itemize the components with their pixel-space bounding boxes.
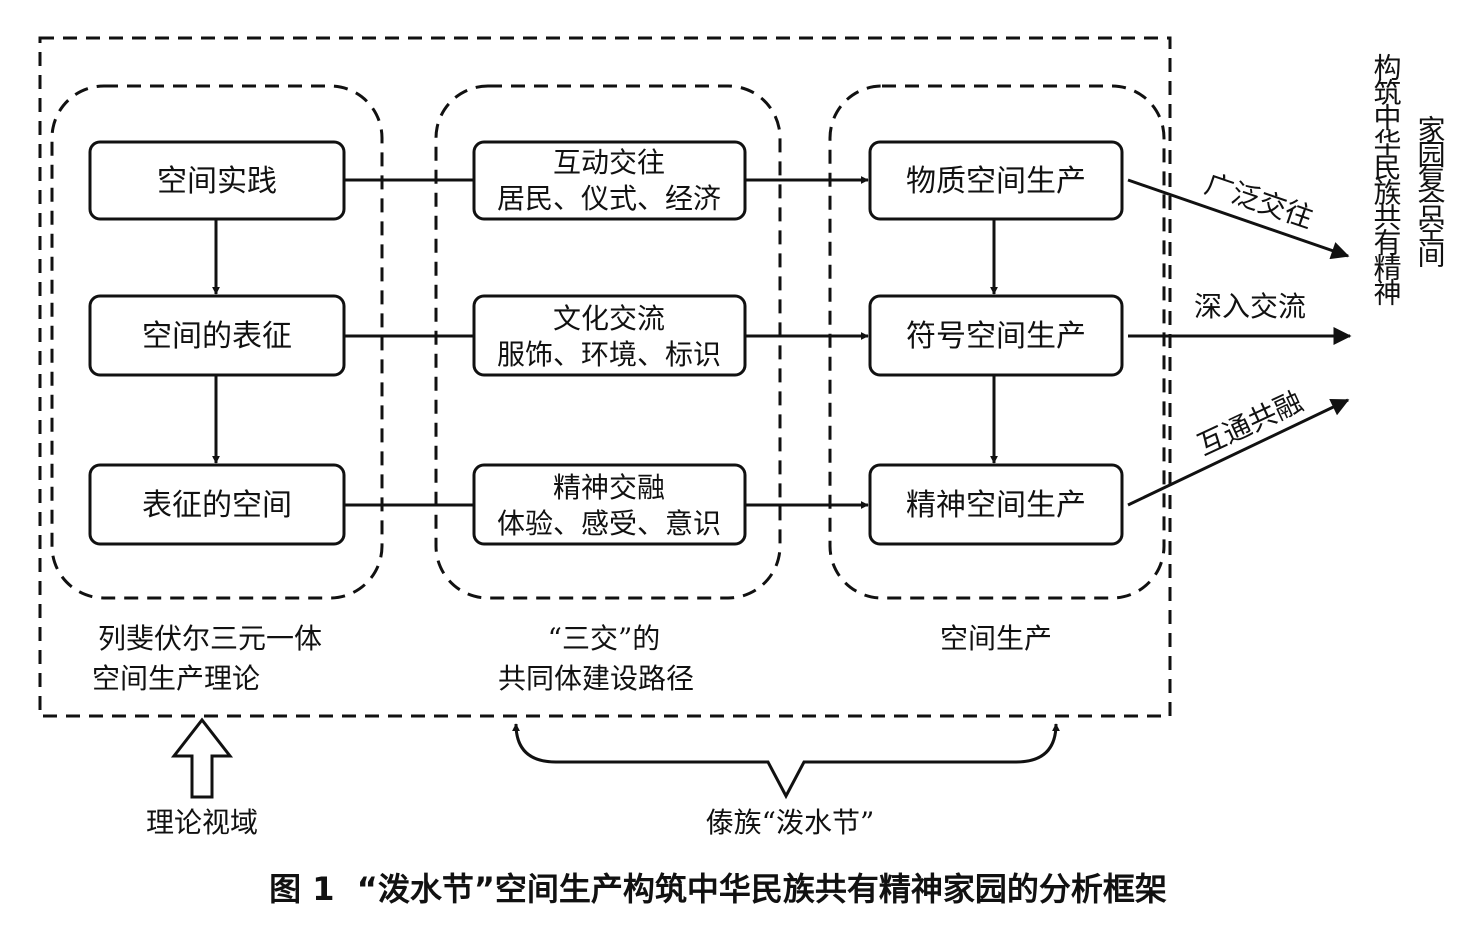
node-interaction-title: 互动交往	[553, 146, 665, 179]
node-spiritual-production	[868, 463, 1124, 546]
middle-group-label-line1: “三交”的	[548, 622, 661, 655]
node-spiritual-production-label: 精神空间生产	[906, 488, 1086, 523]
node-material-production	[868, 140, 1124, 221]
output-arrow-3	[1127, 398, 1350, 507]
left-group-label-line1: 列斐伏尔三元一体	[98, 622, 322, 655]
node-symbolic-production-label: 符号空间生产	[906, 319, 1086, 354]
node-interaction	[472, 140, 747, 221]
node-interaction-detail: 居民、仪式、经济	[497, 182, 721, 215]
middle-group-label-line2: 共同体建设路径	[498, 662, 694, 695]
node-fusion-detail: 体验、感受、意识	[497, 507, 721, 540]
target-text-col2: 构筑中华民族共有精神	[1370, 53, 1403, 306]
node-fusion	[472, 463, 747, 546]
node-exchange-title: 文化交流	[553, 302, 665, 335]
node-exchange-detail: 服饰、环境、标识	[497, 338, 721, 371]
festival-label: 傣族“泼水节”	[706, 806, 875, 839]
theory-label: 理论视域	[146, 806, 258, 839]
node-symbolic-production	[868, 294, 1124, 377]
right-group-label: 空间生产	[940, 622, 1052, 655]
figure-caption: 图 1 “泼水节”空间生产构筑中华民族共有精神家园的分析框架	[269, 870, 1167, 908]
output-label-3: 互通共融	[1192, 385, 1307, 462]
node-spatial-practice-label: 空间实践	[157, 164, 277, 199]
node-representational-space	[88, 463, 346, 546]
right-group	[828, 84, 1166, 600]
left-group-label-line2: 空间生产理论	[92, 662, 260, 695]
node-representation-of-space-label: 空间的表征	[142, 319, 292, 354]
output-label-2: 深入交流	[1194, 290, 1306, 323]
output-arrow-1	[1127, 178, 1350, 260]
node-representational-space-label: 表征的空间	[142, 488, 292, 523]
node-spatial-practice	[88, 140, 346, 221]
node-material-production-label: 物质空间生产	[906, 164, 1086, 199]
node-fusion-title: 精神交融	[553, 471, 665, 504]
festival-brace	[512, 723, 1060, 800]
target-text-col1: 家园复合空间	[1414, 115, 1447, 268]
left-group	[50, 84, 384, 600]
outer-frame	[38, 36, 1172, 718]
node-exchange	[472, 294, 747, 377]
middle-group	[434, 84, 782, 600]
theory-up-arrow-icon	[170, 717, 234, 799]
node-representation-of-space	[88, 294, 346, 377]
